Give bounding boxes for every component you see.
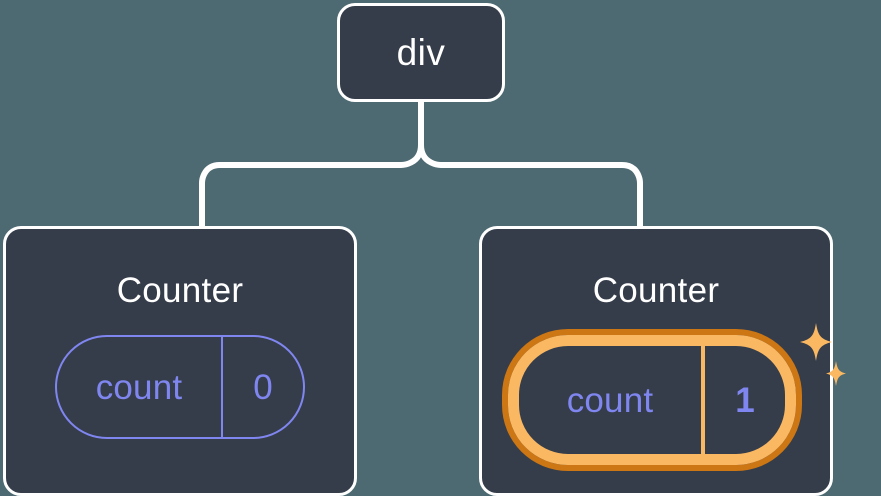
node-counter-left[interactable]: Counter count 0 [3,226,357,496]
node-counter-left-label: Counter [116,271,244,310]
state-pill-left[interactable]: count 0 [55,335,305,439]
node-root-label: div [396,32,446,73]
sparkle-large-icon [800,323,832,361]
state-pill-left-wrap: count 0 [55,335,305,439]
state-pill-left-value-cell: 0 [223,337,303,437]
state-pill-left-key-cell: count [57,337,223,437]
state-pill-left-value: 0 [253,367,273,407]
node-root-div[interactable]: div [337,3,505,102]
connector-branch-right [418,142,643,229]
state-pill-right-key: count [566,380,654,420]
state-pill-right-value-cell: 1 [705,346,785,454]
state-pill-left-key: count [95,367,183,407]
state-pill-right-wrap: count 1 [508,323,846,465]
node-counter-right-label: Counter [592,271,720,310]
node-counter-right[interactable]: Counter count 1 [479,226,846,496]
connector-branch-left [199,142,424,229]
state-pill-right[interactable]: count 1 [508,335,796,465]
state-pill-right-value: 1 [735,380,755,420]
sparkle-group [800,323,846,386]
sparkle-small-icon [826,361,846,386]
state-pill-right-key-cell: count [519,346,705,454]
